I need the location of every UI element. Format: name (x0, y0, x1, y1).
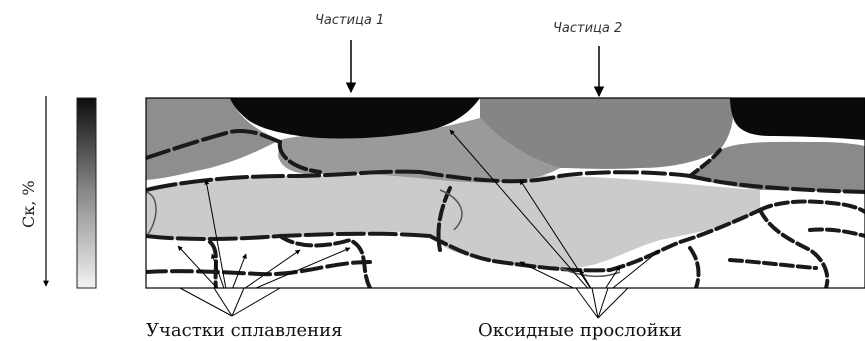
pointer-tail-fusion-c (232, 288, 244, 316)
fusion-zones-label: Участки сплавления (146, 320, 342, 341)
scale-gradient-bar (77, 98, 96, 288)
concentration-scale: Cк, % (19, 96, 96, 288)
particle-1-label: Частица 1 (315, 13, 384, 28)
scale-label: Cк, % (19, 180, 38, 228)
pointer-tails (180, 288, 628, 318)
particle-2-label: Частица 2 (553, 21, 622, 36)
particle-annotations: Частица 1 Частица 2 (315, 13, 622, 96)
microstructure-panel (146, 98, 865, 300)
pointer-tail-fusion-d (232, 288, 280, 316)
pointer-tail-fusion-a (180, 288, 232, 316)
oxide-layers-label: Оксидные прослойки (478, 320, 682, 341)
pointer-tail-fusion-b (214, 288, 232, 316)
